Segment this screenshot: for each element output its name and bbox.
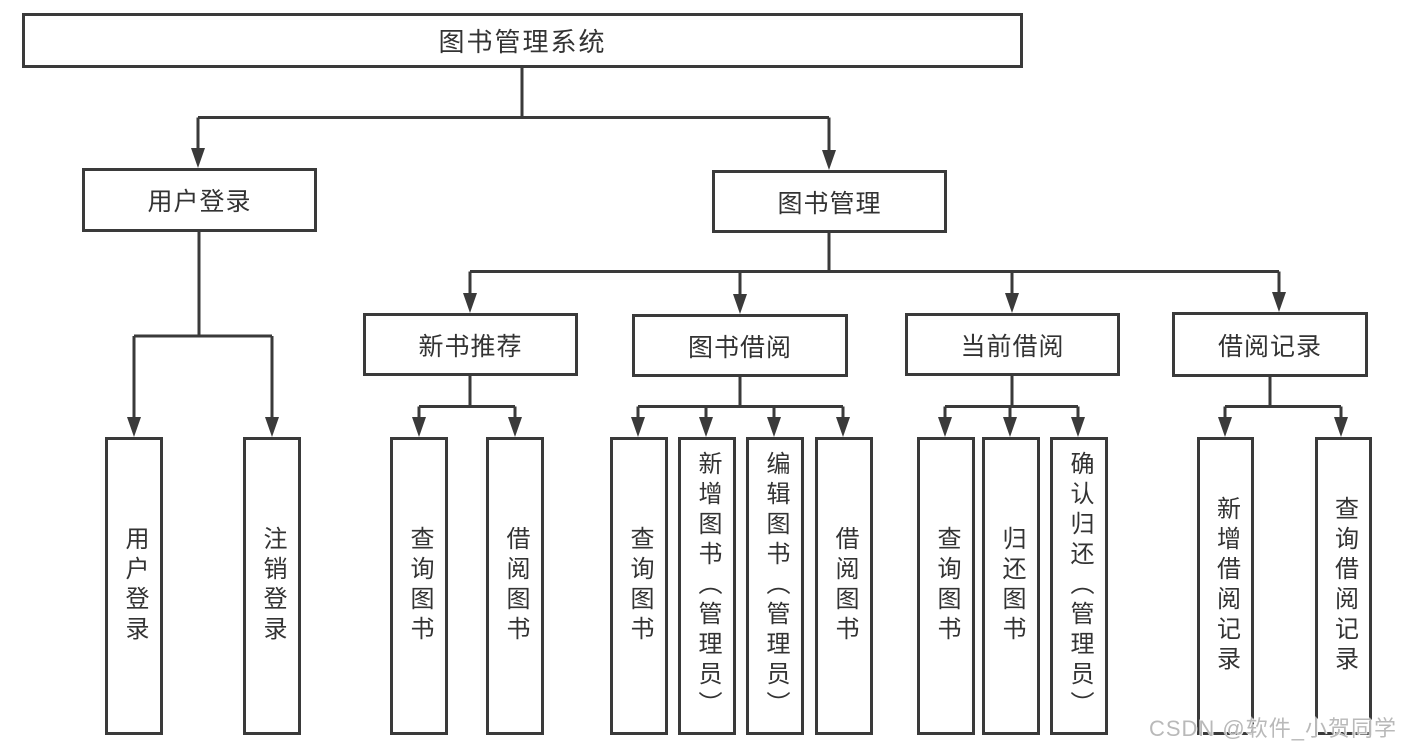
leaf-logout: 注销登录: [243, 437, 301, 735]
leaf-user-login-label: 用户登录: [121, 526, 148, 646]
leaf-borrow-edit-books-admin-label: 编辑图书（管理员）: [762, 451, 789, 721]
node-borrowing-records-label: 借阅记录: [1217, 332, 1322, 361]
node-user-login-label: 用户登录: [147, 188, 252, 216]
node-book-borrowing-label: 图书借阅: [687, 333, 792, 362]
leaf-logout-label: 注销登录: [259, 526, 286, 646]
leaf-borrow-query-books-label: 查询图书: [626, 526, 653, 646]
leaf-newrec-borrow-books-label: 借阅图书: [502, 526, 529, 646]
node-borrowing-records: 借阅记录: [1172, 312, 1368, 377]
node-new-book-recommend-label: 新书推荐: [418, 332, 523, 361]
leaf-newrec-borrow-books: 借阅图书: [486, 437, 544, 735]
leaf-records-add-record-label: 新增借阅记录: [1212, 496, 1240, 676]
node-book-borrowing: 图书借阅: [632, 314, 848, 377]
leaf-borrow-borrow-books-label: 借阅图书: [831, 526, 858, 646]
leaf-current-return-books: 归还图书: [982, 437, 1040, 735]
node-book-management: 图书管理: [712, 170, 947, 233]
leaf-borrow-add-books-admin-label: 新增图书（管理员）: [694, 451, 721, 721]
node-book-management-label: 图书管理: [777, 189, 882, 218]
node-new-book-recommend: 新书推荐: [363, 313, 578, 376]
leaf-borrow-edit-books-admin: 编辑图书（管理员）: [746, 437, 804, 735]
leaf-borrow-add-books-admin: 新增图书（管理员）: [678, 437, 736, 735]
leaf-user-login: 用户登录: [105, 437, 163, 735]
leaf-records-add-record: 新增借阅记录: [1197, 437, 1254, 735]
leaf-current-return-books-label: 归还图书: [998, 526, 1025, 646]
leaf-records-query-record-label: 查询借阅记录: [1330, 496, 1358, 676]
leaf-newrec-query-books: 查询图书: [390, 437, 448, 735]
leaf-current-query-books-label: 查询图书: [933, 526, 960, 646]
leaf-newrec-query-books-label: 查询图书: [406, 526, 433, 646]
node-library-system-label: 图书管理系统: [438, 27, 607, 57]
node-current-borrowing-label: 当前借阅: [960, 332, 1065, 361]
node-user-login: 用户登录: [82, 168, 317, 232]
node-library-system: 图书管理系统: [22, 13, 1023, 68]
leaf-borrow-query-books: 查询图书: [610, 437, 668, 735]
leaf-records-query-record: 查询借阅记录: [1315, 437, 1372, 735]
leaf-borrow-borrow-books: 借阅图书: [815, 437, 873, 735]
leaf-current-confirm-return-admin: 确认归还（管理员）: [1050, 437, 1108, 735]
leaf-current-query-books: 查询图书: [917, 437, 975, 735]
csdn-watermark: CSDN @软件_小贺同学: [1148, 716, 1397, 741]
node-current-borrowing: 当前借阅: [905, 313, 1120, 376]
leaf-current-confirm-return-admin-label: 确认归还（管理员）: [1066, 451, 1093, 721]
